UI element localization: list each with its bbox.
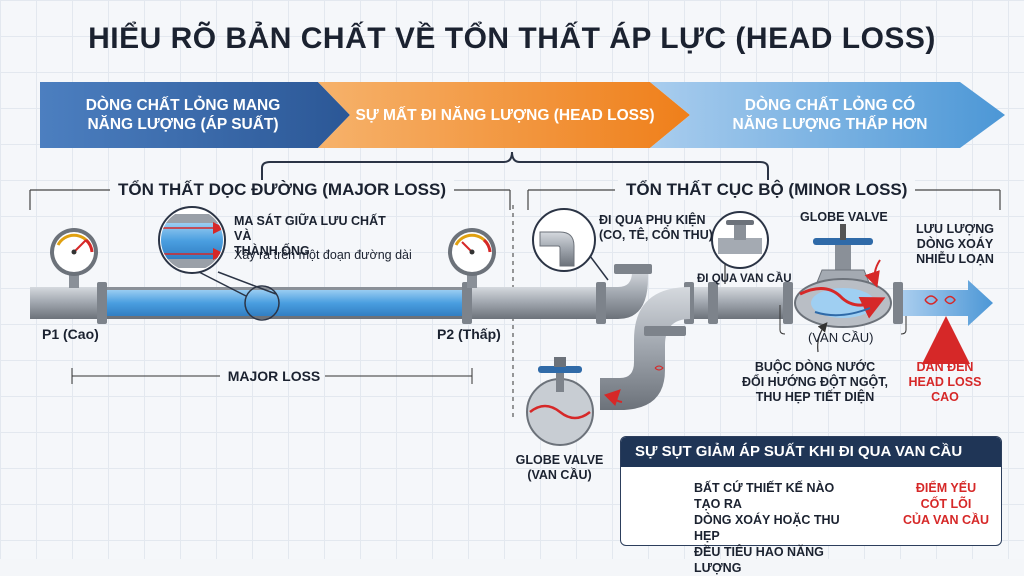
brace (261, 151, 769, 182)
flow-arrow-2 (318, 82, 690, 148)
s-bend-pipe (600, 287, 690, 410)
pipe-right-run (690, 287, 790, 319)
gauge-p1 (50, 228, 98, 288)
pipe-left (30, 287, 105, 319)
flow-arrows (29, 82, 1005, 527)
fitting-label: ĐI QUA PHỤ KIỆN(CO, TÊ, CÔN THU) (599, 213, 713, 242)
flow-arrow-1 (40, 82, 350, 148)
p1-label: P1 (Cao) (42, 326, 99, 342)
major-loss-dimension: MAJOR LOSS (227, 368, 321, 384)
valve-pass-label: ĐI QUA VAN CẦU (697, 273, 792, 285)
flange-3 (596, 282, 606, 324)
minor-loss-title: TỔN THẤT CỤC BỘ (MINOR LOSS) (618, 180, 916, 200)
friction-sub: Xảy ra trên một đoạn đường dài (234, 248, 412, 262)
globe-valve-top-label: GLOBE VALVE (800, 210, 888, 224)
gauge-p2 (448, 228, 496, 288)
flange-1 (97, 282, 107, 324)
page-title: HIỂU RÕ BẢN CHẤT VỀ TỔN THẤT ÁP LỰC (HEA… (88, 22, 936, 55)
globe-valve-top (783, 224, 903, 328)
flow-step-2: SỰ MẤT ĐI NĂNG LƯỢNG (HEAD LOSS) (355, 107, 655, 124)
van-cau-label: (VAN CẦU) (808, 330, 874, 345)
major-loss-title: TỔN THẤT DỌC ĐƯỜNG (MAJOR LOSS) (110, 180, 454, 200)
flange-2 (462, 282, 472, 324)
pressure-drop-box: SỰ SỤT GIẢM ÁP SUẤT KHI ĐI QUA VAN CẦU (620, 436, 1002, 546)
magnify-circle (244, 285, 280, 321)
flow-arrow-3 (650, 82, 1005, 148)
p2-label: P2 (Thấp) (437, 326, 501, 342)
box-header: SỰ SỤT GIẢM ÁP SUẤT KHI ĐI QUA VAN CẦU (621, 437, 1001, 467)
water-pipe (105, 289, 465, 317)
globe-valve-bottom-label: GLOBE VALVE(VAN CẦU) (515, 453, 604, 482)
pipe-right (465, 287, 615, 319)
